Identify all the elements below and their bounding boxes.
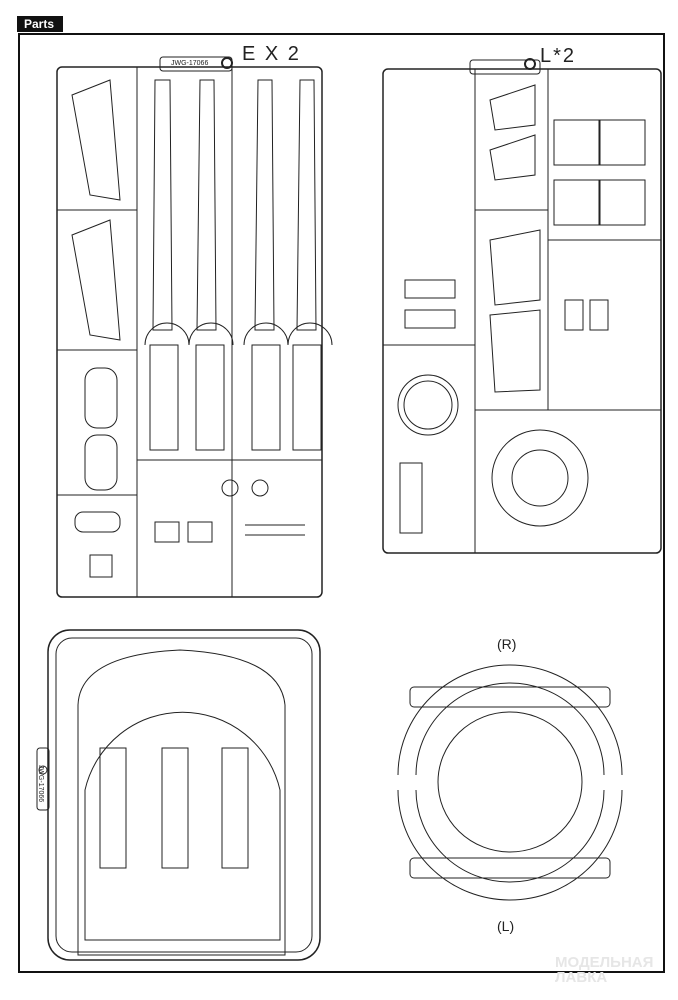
- sprue-l: [382, 58, 662, 554]
- ring-l-label: (L): [497, 918, 515, 934]
- turret-rings: [397, 664, 623, 901]
- ring-r-label: (R): [497, 636, 517, 652]
- watermark-line2: ЛАВКА: [555, 969, 608, 986]
- gun-barrels: [144, 79, 333, 451]
- watermark-line1: МОДЕЛЬНАЯ: [555, 954, 654, 971]
- sprue-l-label: L*2: [540, 45, 577, 67]
- parts-frame: [18, 33, 665, 973]
- watermark: МОДЕЛЬНАЯ ЛАВКА: [555, 955, 653, 985]
- sprue-e: [56, 56, 333, 598]
- hull-sprue-code: JWG-17066: [37, 764, 45, 803]
- sprue-e-code: JWG-17066: [171, 60, 209, 67]
- sprue-hull: [36, 629, 321, 961]
- parts-header: Parts: [17, 16, 64, 32]
- sprue-e-label: E X 2: [242, 43, 301, 65]
